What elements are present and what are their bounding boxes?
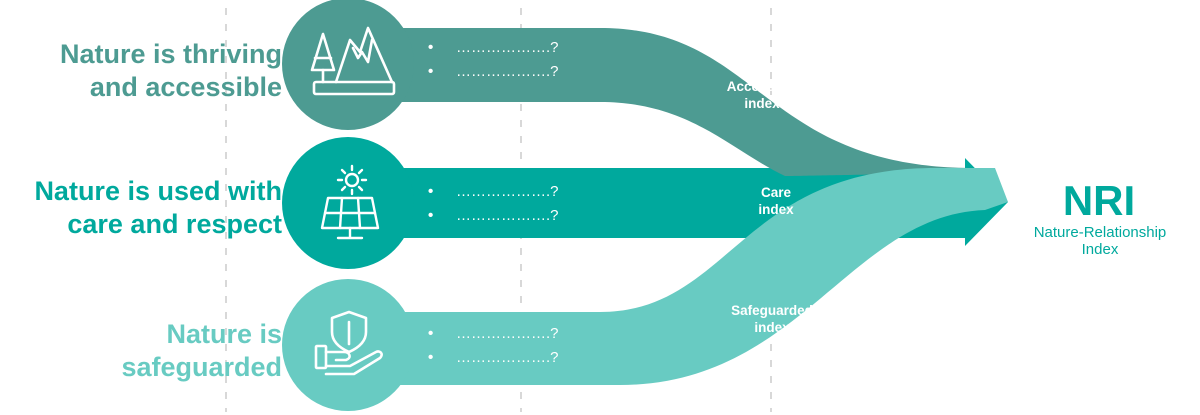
list-item: • ……………….? bbox=[428, 60, 628, 84]
mountain-trees-icon bbox=[310, 26, 396, 96]
bullet-text: ……………….? bbox=[456, 207, 559, 224]
pillar-circle-accessible bbox=[282, 0, 414, 130]
bullet-list-safeguarded: • ……………….? • ……………….? bbox=[428, 322, 628, 370]
nri-abbreviation: NRI bbox=[1062, 177, 1136, 224]
list-item: • ……………….? bbox=[428, 322, 628, 346]
shield-hand-icon bbox=[314, 310, 383, 376]
list-item: • ……………….? bbox=[428, 204, 628, 228]
bullet-marker: • bbox=[428, 349, 434, 366]
pillar-title-line: care and respect bbox=[67, 209, 282, 239]
index-label-accessible: Accessible index bbox=[692, 78, 832, 112]
bullet-marker: • bbox=[428, 63, 434, 80]
bullet-marker: • bbox=[428, 207, 434, 224]
index-label-line: Care bbox=[760, 185, 792, 200]
bullet-text: ……………….? bbox=[456, 63, 559, 80]
list-item: • ……………….? bbox=[428, 36, 628, 60]
bullet-text: ……………….? bbox=[456, 39, 559, 56]
bullet-list-care: • ……………….? • ……………….? bbox=[428, 180, 628, 228]
bullet-text: ……………….? bbox=[456, 325, 559, 342]
pillar-title-line: Nature is bbox=[166, 319, 282, 349]
pillar-circle-care bbox=[282, 137, 414, 269]
pillar-title-care: Nature is used with care and respect bbox=[0, 175, 282, 241]
pillar-title-line: safeguarded bbox=[121, 352, 282, 382]
bullet-marker: • bbox=[428, 183, 434, 200]
index-label-line: Accessible bbox=[726, 79, 798, 94]
pillar-title-safeguarded: Nature is safeguarded bbox=[0, 318, 282, 384]
pillar-title-line: and accessible bbox=[89, 72, 282, 102]
bullet-list-accessible: • ……………….? • ……………….? bbox=[428, 36, 628, 84]
accessible-band bbox=[350, 28, 970, 176]
list-item: • ……………….? bbox=[428, 346, 628, 370]
pillar-title-accessible: Nature is thriving and accessible bbox=[0, 38, 282, 104]
nri-full-name-line: Nature-Relationship bbox=[1033, 224, 1167, 241]
nri-full-name-line: Index bbox=[1081, 241, 1119, 258]
index-label-safeguarded: Safeguarded index bbox=[702, 302, 842, 336]
index-label-line: index bbox=[744, 96, 780, 111]
index-label-line: index bbox=[754, 320, 790, 335]
list-item: • ……………….? bbox=[428, 180, 628, 204]
bullet-marker: • bbox=[428, 39, 434, 56]
pillar-title-line: Nature is used with bbox=[34, 176, 282, 206]
bullet-text: ……………….? bbox=[456, 349, 559, 366]
safeguarded-band bbox=[350, 168, 1008, 385]
nri-full-name: Nature-Relationship Index bbox=[1010, 224, 1190, 258]
index-label-care: Care index bbox=[706, 184, 846, 218]
solar-panel-icon bbox=[320, 164, 380, 240]
bullet-text: ……………….? bbox=[456, 183, 559, 200]
pillar-title-line: Nature is thriving bbox=[59, 39, 282, 69]
pillar-circle-safeguarded bbox=[282, 279, 414, 411]
index-label-line: Safeguarded bbox=[731, 303, 813, 318]
bullet-marker: • bbox=[428, 325, 434, 342]
index-label-line: index bbox=[758, 202, 794, 217]
